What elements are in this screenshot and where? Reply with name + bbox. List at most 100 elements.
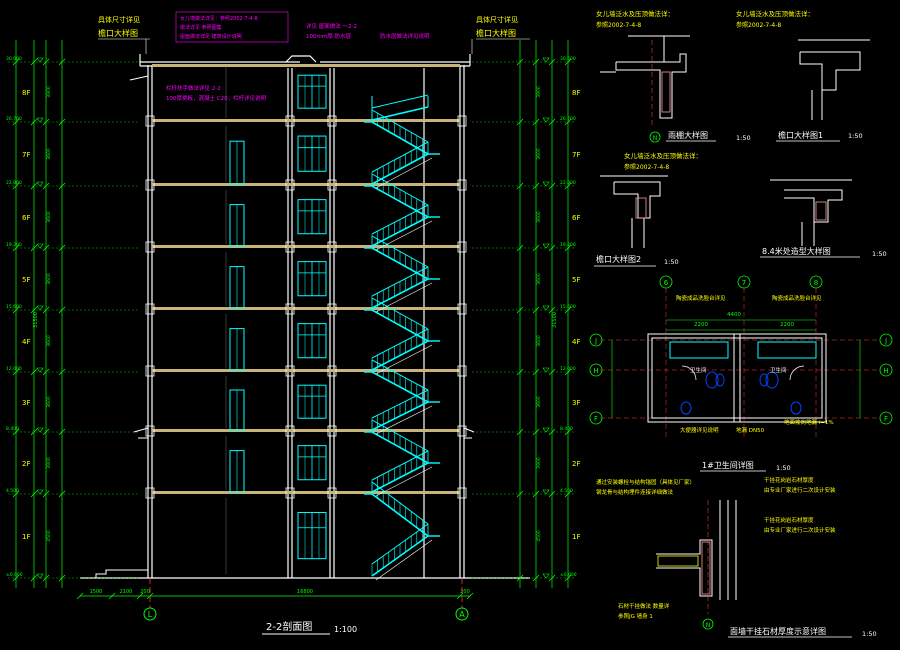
top-right-note: 具体尺寸详见: [476, 15, 518, 24]
floor-label-right: 1F: [572, 533, 580, 541]
dim-total-left: 31500: [33, 312, 39, 328]
dim-total-right: 31500: [552, 312, 558, 328]
stair-flight: [364, 481, 440, 581]
floor-slab: [152, 245, 460, 248]
dim-right: 3600: [536, 211, 542, 223]
beam: [327, 303, 337, 315]
floor-label-left: 7F: [22, 151, 30, 159]
beam: [457, 365, 467, 377]
grid-axis-right: A: [455, 578, 469, 621]
section-scale: 1:100: [334, 625, 357, 634]
clad-scale: 1:50: [862, 630, 877, 638]
beam: [457, 425, 467, 437]
floor-label-right: 8F: [572, 89, 580, 97]
beam: [457, 487, 467, 499]
beam: [457, 115, 467, 127]
floor-slab: [152, 119, 460, 122]
detail-8-4-feature: 8.4米处造型大样图 1:50: [760, 179, 887, 258]
cladding-detail: 通过安装螺栓与结构锚固（具体见厂家） 钢龙骨与结构埋件连接详细做法 干挂花岗岩石…: [596, 476, 877, 638]
stair-note-b: 100厚挑板，混凝土 C20，栏杆详见说明: [166, 94, 267, 102]
floor-label-right: 6F: [572, 214, 580, 222]
elevation-right: 19.200: [560, 242, 576, 248]
stair-flight: [371, 94, 429, 121]
d3-ref: 参照2002-7-4-8: [624, 163, 669, 171]
door: [229, 204, 245, 247]
magenta-note-2: 做法详见 参照图集: [180, 24, 222, 31]
bath-note-c: 地面坡向地漏 i=1%: [784, 418, 834, 426]
beam: [327, 241, 337, 253]
floor-slab: [152, 307, 460, 310]
door: [229, 140, 245, 185]
beam: [285, 365, 295, 377]
stair-flight: [364, 173, 440, 251]
dim-right: 3600: [536, 396, 542, 408]
beam: [327, 487, 337, 499]
floor-slab: [152, 183, 460, 186]
window: [297, 199, 327, 235]
floor-slab: [152, 429, 460, 432]
beam: [145, 179, 155, 191]
grid-bubble: [589, 363, 603, 377]
top-right-ref: 檐口大样图: [476, 28, 516, 38]
d3-title: 檐口大样图2: [596, 254, 641, 264]
clad-note-c: 干挂花岗岩石材厚度: [764, 476, 814, 484]
beam: [327, 425, 337, 437]
floor-slab: [152, 369, 460, 372]
clad-note-d: 由专业厂家进行二次设计安装: [764, 486, 836, 494]
roof-note-c: 防水层做法详见说明: [380, 32, 430, 40]
dim-left: 3600: [46, 396, 52, 408]
top-left-ref: 檐口大样图: [98, 28, 138, 38]
grid-bubble: [589, 333, 603, 347]
door: [229, 389, 245, 431]
roof-slab: [152, 64, 460, 67]
elevation-left: 19.200: [6, 242, 22, 248]
d1-title: 雨棚大样图: [668, 130, 708, 140]
clad-note-a: 通过安装螺栓与结构锚固（具体见厂家）: [596, 478, 695, 486]
door: [229, 328, 245, 371]
beam: [145, 425, 155, 437]
bath-room-b: 卫生间: [770, 366, 787, 374]
beam: [285, 303, 295, 315]
magenta-note-1: 女儿墙做法详见：参照2002-7-4-8: [180, 15, 258, 22]
grid-bubble-label: H: [593, 367, 598, 375]
bath-title: 1#卫生间详图: [702, 460, 754, 470]
floor-label-left: 1F: [22, 533, 30, 541]
floor-label-left: 8F: [22, 89, 30, 97]
floor-label-left: 6F: [22, 214, 30, 222]
dim-bottom: 1500: [90, 589, 103, 595]
grid-bubble: [737, 275, 751, 289]
d2-title: 檐口大样图1: [778, 130, 823, 140]
floor-label-left: 2F: [22, 460, 30, 468]
dim-left: 3600: [46, 148, 52, 160]
clad-note-b: 钢龙骨与结构埋件连接详细做法: [596, 488, 674, 496]
elevation-right: 8.400: [560, 426, 573, 432]
d1-scale: 1:50: [736, 134, 751, 142]
dim-right: 3900: [536, 457, 542, 469]
clad-grid: N: [706, 622, 711, 629]
grid-bubble-label: 7: [742, 279, 746, 287]
beam: [285, 425, 295, 437]
dim-left: 4500: [46, 530, 52, 542]
stair-flight: [364, 109, 440, 189]
window: [297, 74, 327, 109]
detail-eave-2: 女儿墙泛水及压顶做法详： 参照2002-7-4-8 檐口大样图2 1:50: [594, 151, 702, 267]
bath-room-a: 卫生间: [690, 366, 707, 374]
beam: [457, 303, 467, 315]
clad-note-e: 干挂花岗岩石材厚度: [764, 516, 814, 524]
grid-bubble-label: J: [594, 337, 597, 345]
dim-left: 3600: [46, 273, 52, 285]
grid-bubble-label: J: [884, 337, 887, 345]
beam: [285, 241, 295, 253]
clad-note-f: 由专业厂家进行二次设计安装: [764, 526, 836, 534]
beam: [457, 241, 467, 253]
beam: [285, 487, 295, 499]
d1-grid: N: [653, 135, 658, 142]
detail-canopy: 女儿墙泛水及压顶做法详： 参照2002-7-4-8 N 雨棚大样图 1:50: [596, 9, 751, 143]
floor-label-left: 3F: [22, 399, 30, 407]
dim-bottom: 200: [460, 589, 470, 595]
dim-right: 4500: [536, 530, 542, 542]
elevation-right: 22.800: [560, 180, 576, 186]
grid-bubble: [659, 275, 673, 289]
bath-note-right: 陶瓷成品洗脸台详见: [772, 294, 822, 302]
